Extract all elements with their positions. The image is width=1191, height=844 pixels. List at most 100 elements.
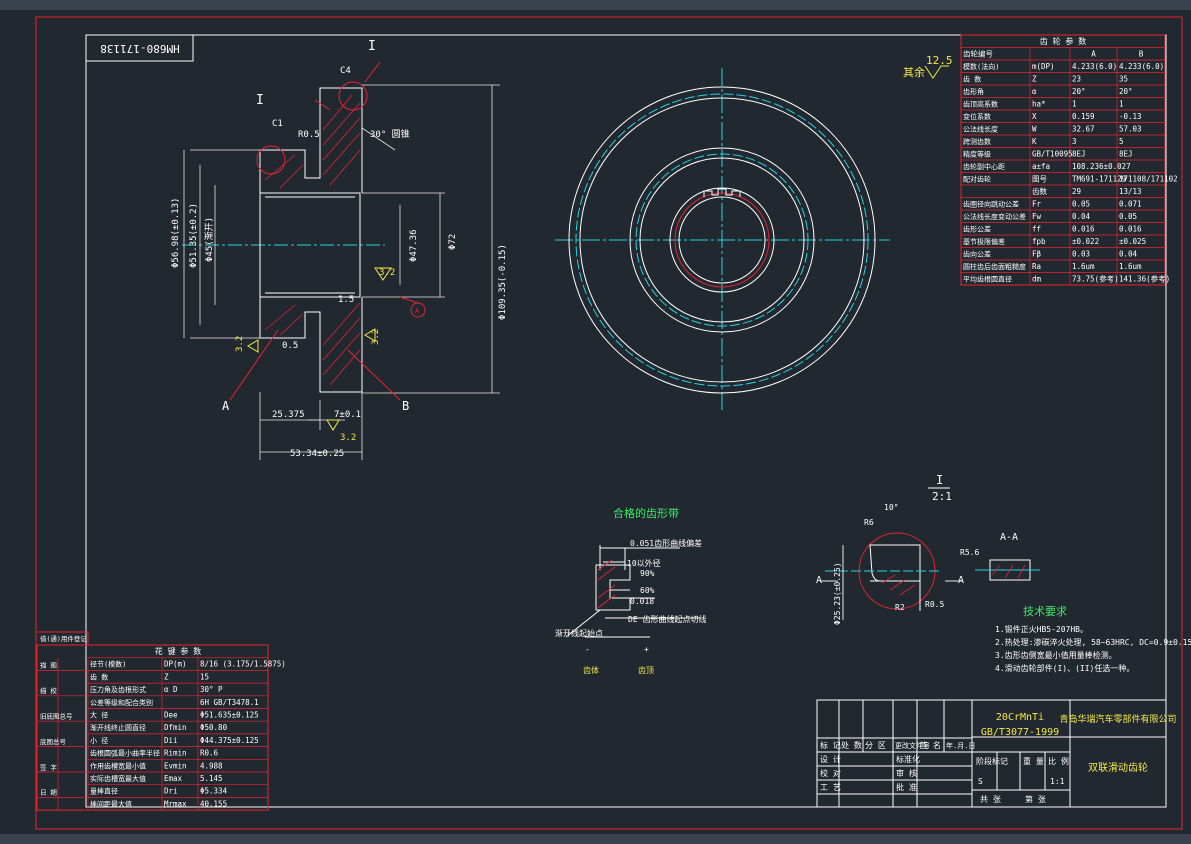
svg-text:重 量: 重 量 xyxy=(1023,756,1044,766)
company-name: 青岛华瑞汽车零部件有限公司 xyxy=(1059,713,1176,725)
gear-table-cell: 0.05 xyxy=(1119,212,1137,221)
gear-table-cell: 模数(法向) xyxy=(963,62,999,71)
section-labels: I I C4 C1 R0.5 30° 圆锥 Φ109.35(-0.15) Φ47… xyxy=(171,39,508,459)
rough-3: 3.2 xyxy=(371,329,381,345)
svg-text:齿体: 齿体 xyxy=(583,665,599,675)
gear-table-cell: 5 xyxy=(1119,137,1124,146)
label-a: A xyxy=(222,399,230,413)
gear-table-cell: ff xyxy=(1032,225,1041,234)
gear-table-cell: 1.6um xyxy=(1119,262,1142,271)
svg-text:审 核: 审 核 xyxy=(896,768,917,778)
gear-table-cell: 圆柱齿后齿面粗糙度 xyxy=(963,262,1026,271)
spline-header-left: 借(通)用件登记 xyxy=(40,634,87,643)
gear-table-cell: 平均齿根圆直径 xyxy=(963,275,1012,284)
gear-table-cell: Fβ xyxy=(1032,250,1042,259)
svg-text:设 计: 设 计 xyxy=(820,754,841,764)
gear-table-cell: 35 xyxy=(1119,75,1128,84)
gear-table-cell: 108.236±0.027 xyxy=(1072,162,1131,171)
gear-table-cell: ±0.022 xyxy=(1072,237,1099,246)
spline-table-cell: 5.145 xyxy=(200,774,223,783)
front-view xyxy=(555,68,890,410)
material: 20CrMnTi xyxy=(996,712,1044,723)
spline-side-label: 签 字 xyxy=(40,762,57,771)
gear-table-cell: 图号 xyxy=(1032,175,1047,184)
svg-text:1:1: 1:1 xyxy=(1050,777,1065,786)
chamfer-c1: C1 xyxy=(272,119,283,129)
spline-table-cell: Z xyxy=(164,672,169,681)
gear-table-cell: 1 xyxy=(1119,100,1124,109)
gear-table-cell: 0.04 xyxy=(1119,250,1138,259)
svg-text:R6: R6 xyxy=(864,518,874,527)
dim-b: Φ51.35(±0.2) xyxy=(189,203,199,268)
gear-table-cell: 公法线长度 xyxy=(963,125,998,134)
gear-table-cell: 0.016 xyxy=(1072,225,1095,234)
radius-r05: R0.5 xyxy=(298,130,320,140)
spline-note: 30° 圆锥 xyxy=(370,128,410,140)
spline-table-cell: 30° P xyxy=(200,685,223,694)
svg-text:10°: 10° xyxy=(884,503,898,512)
svg-text:更改文件号: 更改文件号 xyxy=(895,741,930,750)
spline-table-cell: DP(m) xyxy=(164,660,187,669)
note-3: 3.齿形齿侧宽最小值用量棒检测。 xyxy=(995,650,1117,660)
section-mark-top: I xyxy=(368,39,376,54)
spline-table-cell: 实际齿槽宽最大值 xyxy=(90,774,146,783)
gear-table-cell: 0.159 xyxy=(1072,112,1095,121)
gear-table-cell: GB/T10095 xyxy=(1032,150,1073,159)
dim-mid: Φ72 xyxy=(448,234,458,250)
gear-table-cell: 1 xyxy=(1072,100,1077,109)
detail-view: I 2:1 10° R6 R2 R0.5 Φ25.23(±0.25) A A A… xyxy=(816,473,1040,625)
gear-table-cell: 齿数 xyxy=(1032,186,1048,196)
tooth-profile: 合格的齿形带 0.051齿形曲线偏差 10以外径 90% 60% 0.018 D… xyxy=(555,506,706,675)
svg-text:A: A xyxy=(958,575,964,586)
material-standard: GB/T3077-1999 xyxy=(981,727,1059,738)
svg-text:10以外径: 10以外径 xyxy=(627,558,661,568)
svg-text:其余: 其余 xyxy=(903,65,925,79)
label-b: B xyxy=(402,399,409,413)
title-block: 20CrMnTi GB/T3077-1999 青岛华瑞汽车零部件有限公司 双联滑… xyxy=(816,699,1177,808)
gear-table-cell: Fr xyxy=(1032,200,1042,209)
spline-table-cell: Dri xyxy=(164,787,178,796)
svg-text:90%: 90% xyxy=(640,569,655,578)
svg-text:年.月.日: 年.月.日 xyxy=(946,741,975,750)
gear-table-cell: a±fa xyxy=(1032,162,1050,171)
section-mark-left: I xyxy=(256,93,264,108)
spline-table-cell: 小 径 xyxy=(90,736,108,745)
svg-text:齿顶: 齿顶 xyxy=(638,666,654,675)
spline-table-cell: Φ5.334 xyxy=(200,787,228,796)
gear-table-cell: TM691-171129 xyxy=(1072,175,1126,184)
gear-table-cell: 8EJ xyxy=(1119,150,1133,159)
spline-table-cell: 公差等级和配合类别 xyxy=(90,698,153,707)
gear-table-cell: 齿形公差 xyxy=(963,225,991,234)
svg-text:分 区: 分 区 xyxy=(865,741,886,750)
rough-2: 3.2 xyxy=(235,336,245,352)
svg-text:处 数: 处 数 xyxy=(841,740,862,750)
spline-table-cell: Dii xyxy=(164,736,178,745)
gear-table-cell: 基节极限偏差 xyxy=(963,237,1005,246)
spline-table-cell: Mrmax xyxy=(164,799,187,808)
chamfer-c4: C4 xyxy=(340,66,351,76)
svg-text:60%: 60% xyxy=(640,586,655,595)
spline-table-cell: 渐开线终止圆直径 xyxy=(90,723,146,732)
spline-side-label: 日 期 xyxy=(40,789,57,797)
svg-text:校 对: 校 对 xyxy=(820,768,841,778)
spline-table-cell: 压力角及齿根形式 xyxy=(90,685,146,694)
dim-1-5: 1.5 xyxy=(338,295,354,305)
spline-table-cell: Dfmin xyxy=(164,723,187,732)
dim-0-5: 0.5 xyxy=(282,341,298,351)
tooth-profile-title: 合格的齿形带 xyxy=(613,506,679,520)
note-1: 1.锻件正火HB5-207HB。 xyxy=(995,624,1088,634)
gear-table-cell: 公法线长度变动公差 xyxy=(963,212,1026,221)
spline-table-cell: 40.155 xyxy=(200,799,227,808)
dim-w2: 7±0.1 xyxy=(334,410,361,420)
spline-table-cell: 径节(模数) xyxy=(90,660,126,669)
spline-table-cell: 棒间距最大值 xyxy=(90,799,132,808)
gear-table-cell: α xyxy=(1032,87,1037,96)
gear-table-cell: 齿向公差 xyxy=(963,250,991,259)
gear-table-cell: 0.04 xyxy=(1072,212,1091,221)
outer-frame xyxy=(35,16,1183,830)
dim-a: Φ56.98(±0.13) xyxy=(171,198,181,268)
section-view xyxy=(182,61,500,460)
spline-table-cell: 齿根圆弧最小曲率半径 xyxy=(90,749,160,758)
technical-notes: 技术要求 1.锻件正火HB5-207HB。 2.热处理:渗碳淬火处理, 58~6… xyxy=(995,605,1191,673)
